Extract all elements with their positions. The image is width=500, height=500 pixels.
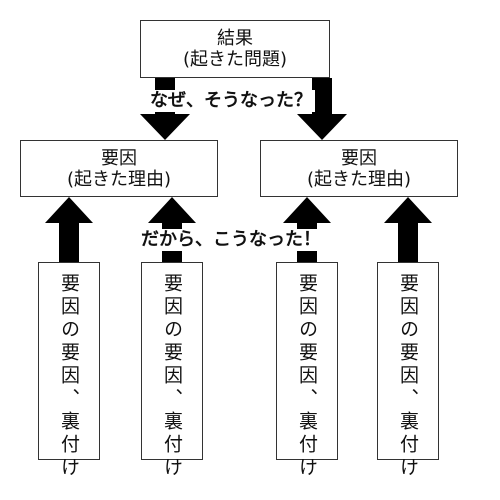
- answer-label: だから、こうなった！: [138, 229, 324, 251]
- evidence-text: 要因の要因、裏付け: [58, 273, 80, 480]
- result-title: 結果: [217, 28, 253, 49]
- cause-box-right: 要因 (起きた理由): [260, 140, 458, 197]
- result-subtitle: (起きた問題): [182, 49, 288, 70]
- evidence-box-2: 要因の要因、裏付け: [141, 262, 203, 480]
- evidence-box-3: 要因の要因、裏付け: [276, 262, 338, 480]
- cause-title: 要因: [101, 147, 137, 169]
- evidence-text: 要因の要因、裏付け: [397, 273, 419, 480]
- evidence-box-4: 要因の要因、裏付け: [377, 262, 439, 480]
- result-box: 結果 (起きた問題): [140, 20, 330, 78]
- question-label: なぜ、そうなった？: [147, 90, 315, 112]
- cause-title: 要因: [341, 147, 377, 169]
- cause-box-left: 要因 (起きた理由): [20, 140, 218, 197]
- down-arrow-right: [297, 78, 347, 140]
- evidence-text: 要因の要因、裏付け: [161, 273, 183, 480]
- up-arrow-4: [384, 197, 432, 262]
- evidence-text: 要因の要因、裏付け: [296, 273, 318, 480]
- cause-subtitle: (起きた理由): [306, 168, 412, 190]
- up-arrow-1: [45, 197, 93, 262]
- cause-subtitle: (起きた理由): [66, 168, 172, 190]
- evidence-box-1: 要因の要因、裏付け: [38, 262, 100, 480]
